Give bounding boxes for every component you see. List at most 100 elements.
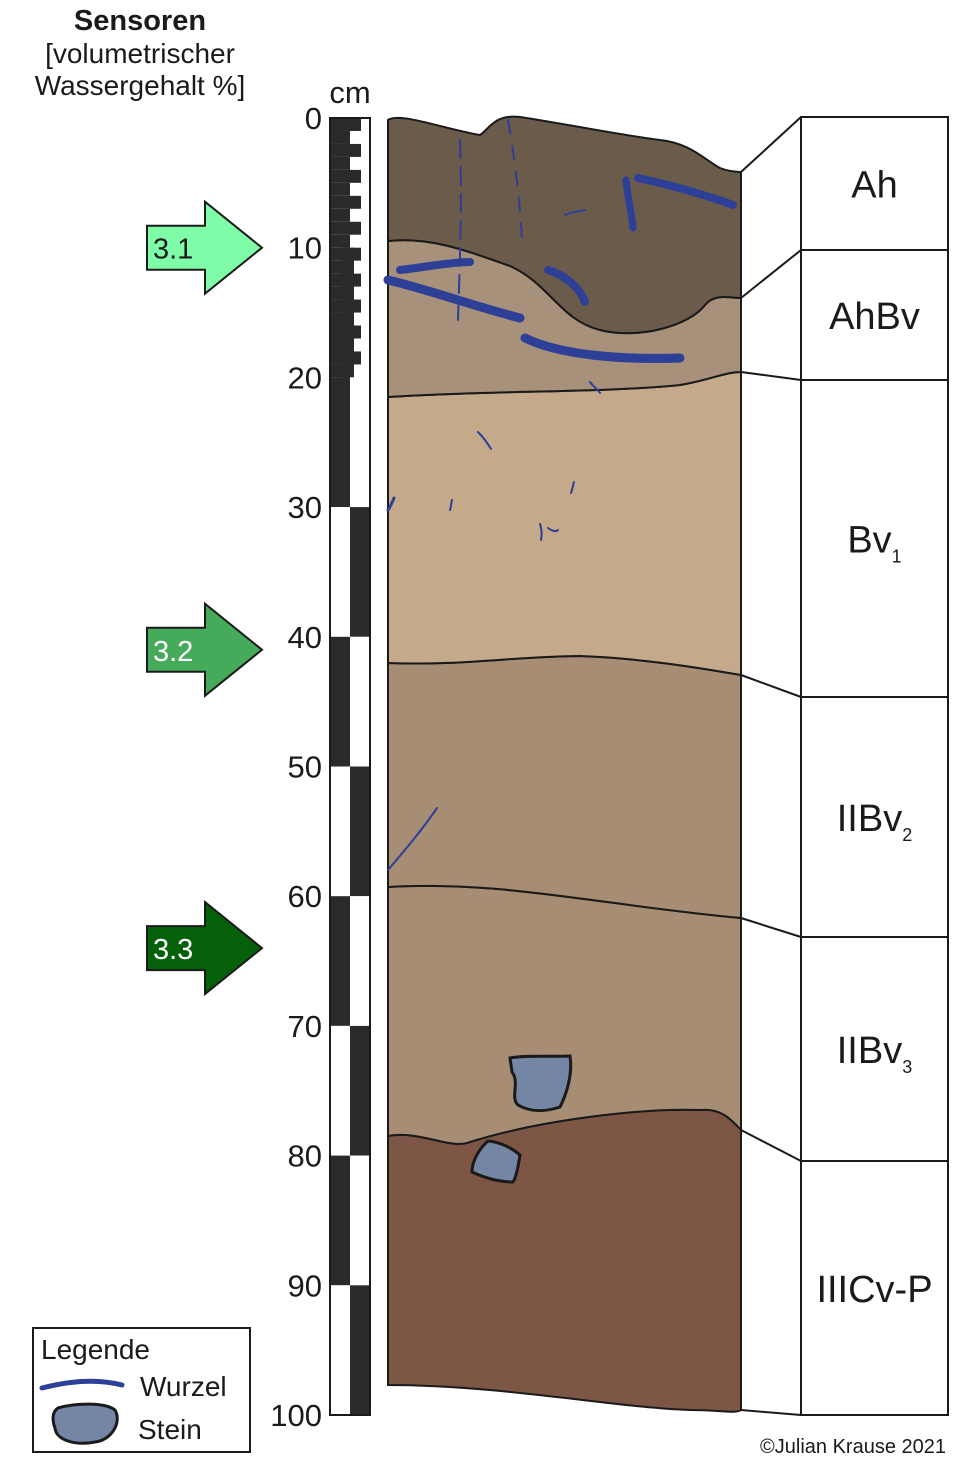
horizon-label: IIBv2: [837, 798, 912, 845]
root-icon: [589, 381, 601, 394]
ruler-segment: [350, 221, 361, 235]
stones: [470, 1054, 573, 1184]
root-icon: [449, 499, 453, 511]
ruler-segment: [342, 247, 354, 378]
horizon-fill-iiicv-p: [387, 1108, 742, 1413]
sensor-arrow: [146, 899, 264, 997]
ruler-segment: [330, 377, 350, 508]
horizon-fill-iibv2: [387, 654, 742, 920]
depth-tick-label: 50: [288, 750, 322, 785]
ruler-segment: [330, 896, 350, 1026]
horizon-label: Ah: [851, 165, 897, 207]
horizon-name: Bv: [847, 520, 891, 562]
header-subtitle-1: [volumetrischer: [45, 38, 235, 69]
header-title: Sensoren: [73, 5, 207, 37]
legend: Legende Wurzel Stein: [32, 1327, 251, 1453]
ruler-segment: [330, 130, 350, 144]
ruler-segment: [330, 118, 350, 131]
ruler-segment: [350, 299, 361, 313]
horizon-cell: [800, 936, 949, 1162]
horizon-subscript: 1: [892, 547, 902, 567]
scale-unit-label: cm: [329, 75, 370, 110]
horizon-name: IIICv-P: [816, 1269, 932, 1311]
horizon-cell: [800, 116, 949, 251]
ruler-segment: [330, 1025, 350, 1156]
ruler-segment: [330, 234, 350, 248]
sensor-label: 3.1: [153, 234, 193, 266]
root-icon: [386, 496, 396, 512]
root-icon: [622, 176, 637, 232]
root-icon: [544, 266, 589, 306]
legend-stone-icon: [51, 1402, 119, 1445]
horizon-label: IIBv3: [837, 1030, 912, 1077]
horizon-name: IIBv: [837, 798, 902, 840]
horizon-fill-iibv3: [387, 884, 742, 1145]
ruler-segment: [330, 182, 350, 196]
ruler-segment: [350, 1025, 370, 1156]
ruler-segment: [350, 351, 361, 365]
sensor-label: 3.2: [153, 636, 193, 668]
horizon-name: Ah: [851, 165, 897, 207]
legend-item-stein: Stein: [138, 1414, 202, 1445]
ruler-segment: [330, 221, 350, 235]
root-icon: [383, 275, 525, 323]
ruler-segment: [350, 896, 370, 1026]
ruler-segment: [350, 636, 370, 767]
ruler-segment: [330, 208, 350, 222]
ruler-segment: [330, 766, 350, 897]
root-icon: [539, 523, 543, 541]
ruler-segment: [330, 195, 350, 209]
ruler-segment: [330, 169, 350, 183]
root-icon: [570, 481, 575, 494]
soil-column: [387, 115, 742, 1413]
ruler-segment: [350, 1155, 370, 1286]
ruler-segment: [350, 273, 361, 287]
copyright: ©Julian Krause 2021: [760, 1436, 946, 1458]
ruler-segment: [350, 766, 370, 897]
sensor-arrow: [146, 199, 264, 296]
sensor-arrows: 3.13.23.3: [146, 199, 264, 997]
ruler-segment: [350, 118, 361, 131]
horizon-label: Bv1: [847, 520, 901, 567]
depth-tick-label: 20: [288, 360, 322, 395]
ruler-segment: [350, 247, 361, 261]
depth-tick-label: 30: [288, 490, 322, 525]
depth-tick-label: 80: [288, 1139, 322, 1174]
stone-icon: [508, 1054, 573, 1112]
horizon-cell: [800, 379, 949, 698]
depth-tick-label: 60: [288, 879, 322, 914]
ruler-segment: [330, 1155, 350, 1286]
ruler-outline: [329, 117, 371, 1416]
horizon-cell: [800, 696, 949, 938]
depth-tick-label: 70: [288, 1009, 322, 1044]
legend-title: Legende: [41, 1334, 150, 1365]
root-icon: [520, 333, 685, 363]
horizon-label: IIICv-P: [816, 1269, 932, 1311]
root-icon: [387, 807, 438, 871]
depth-tick-label: 90: [288, 1268, 322, 1303]
root-icon: [564, 209, 586, 216]
horizon-cell: [800, 1160, 949, 1416]
root-icon: [396, 258, 474, 274]
root-icon: [477, 431, 492, 450]
root-icon: [547, 527, 559, 533]
depth-tick-label: 100: [270, 1398, 322, 1433]
root-icon: [457, 139, 462, 321]
horizon-fill-ah: [387, 115, 742, 335]
horizon-fill-bv1: [387, 370, 742, 677]
horizon-connectors: [740, 116, 802, 1416]
depth-tick-label: 10: [288, 231, 322, 266]
depth-tick-label: 40: [288, 620, 322, 655]
legend-item-wurzel: Wurzel: [140, 1371, 227, 1402]
ruler-segment: [330, 156, 350, 170]
horizon-label: AhBv: [829, 296, 920, 338]
legend-root-icon: [39, 1378, 125, 1391]
ruler-segment: [350, 507, 370, 637]
ruler-segment: [350, 377, 370, 508]
roots: [383, 119, 737, 871]
sensor-header: Sensoren [volumetrischer Wassergehalt %]: [0, 4, 280, 102]
ruler-segment: [350, 195, 361, 209]
horizon-name: IIBv: [837, 1030, 902, 1072]
